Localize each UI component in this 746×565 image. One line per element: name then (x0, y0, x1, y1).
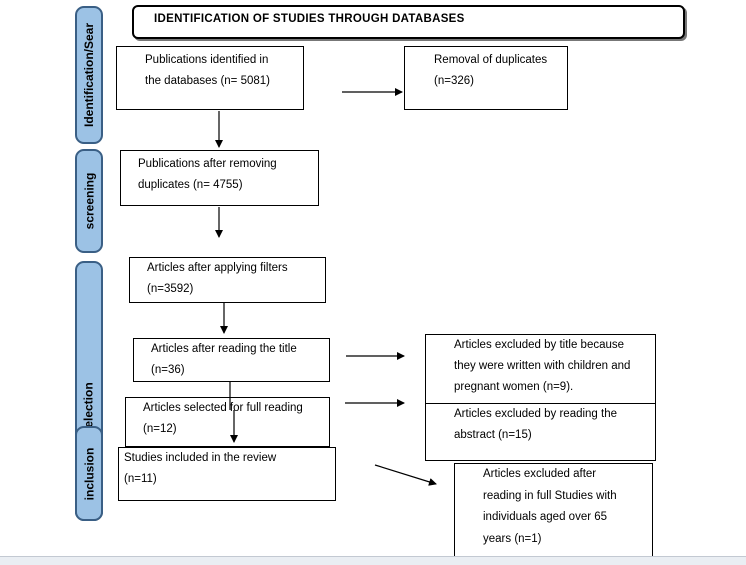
box-studies-included: Studies included in the review (n=11) (118, 447, 336, 501)
box-line: Articles excluded by reading the (454, 408, 618, 420)
box-line: the databases (n= 5081) (145, 75, 270, 87)
box-line: Studies included in the review (124, 452, 277, 464)
box-line: abstract (n=15) (454, 429, 532, 441)
bottom-border (0, 556, 746, 565)
box-after-removing-duplicates: Publications after removing duplicates (… (120, 150, 319, 206)
box-line: duplicates (n= 4755) (138, 179, 243, 191)
phase-inclusion: inclusion (75, 426, 103, 521)
box-line: Removal of duplicates (434, 54, 548, 66)
box-line: (n=3592) (147, 283, 194, 295)
box-line: Articles after applying filters (147, 262, 288, 274)
box-selected-full-reading: Articles selected for full reading (n=12… (125, 397, 330, 447)
phase-identification: Identification/Sear (75, 6, 103, 144)
diagram-title: IDENTIFICATION OF STUDIES THROUGH DATABA… (132, 5, 685, 39)
box-excluded-by-abstract: Articles excluded by reading the abstrac… (425, 403, 656, 461)
box-line: Articles after reading the title (151, 343, 297, 355)
box-removal-duplicates: Removal of duplicates (n=326) (404, 46, 568, 110)
box-line: (n=12) (143, 423, 177, 435)
box-line: pregnant women (n=9). (454, 381, 574, 393)
box-line: Articles excluded after (483, 468, 597, 480)
box-excluded-full-reading: Articles excluded after reading in full … (454, 463, 653, 558)
box-line: (n=36) (151, 364, 185, 376)
box-line: years (n=1) (483, 532, 542, 545)
box-line: Articles excluded by title because (454, 339, 625, 351)
box-after-reading-title: Articles after reading the title (n=36) (133, 338, 330, 382)
box-line: reading in full Studies with (483, 489, 617, 502)
box-after-filters: Articles after applying filters (n=3592) (129, 257, 326, 303)
box-excluded-by-title: Articles excluded by title because they … (425, 334, 656, 404)
arrow-to-excluded-full (374, 464, 437, 486)
box-line: individuals aged over 65 (483, 511, 608, 523)
box-line: Articles selected for full reading (143, 402, 303, 414)
box-line: Publications identified in (145, 54, 269, 66)
box-line: they were written with children and (454, 360, 631, 372)
box-publications-identified: Publications identified in the databases… (116, 46, 304, 110)
box-line: (n=326) (434, 75, 474, 87)
box-line: (n=11) (124, 473, 157, 485)
diagram-title-text: IDENTIFICATION OF STUDIES THROUGH DATABA… (154, 13, 465, 25)
box-line: Publications after removing (138, 158, 277, 170)
phase-screening: screening (75, 149, 103, 253)
